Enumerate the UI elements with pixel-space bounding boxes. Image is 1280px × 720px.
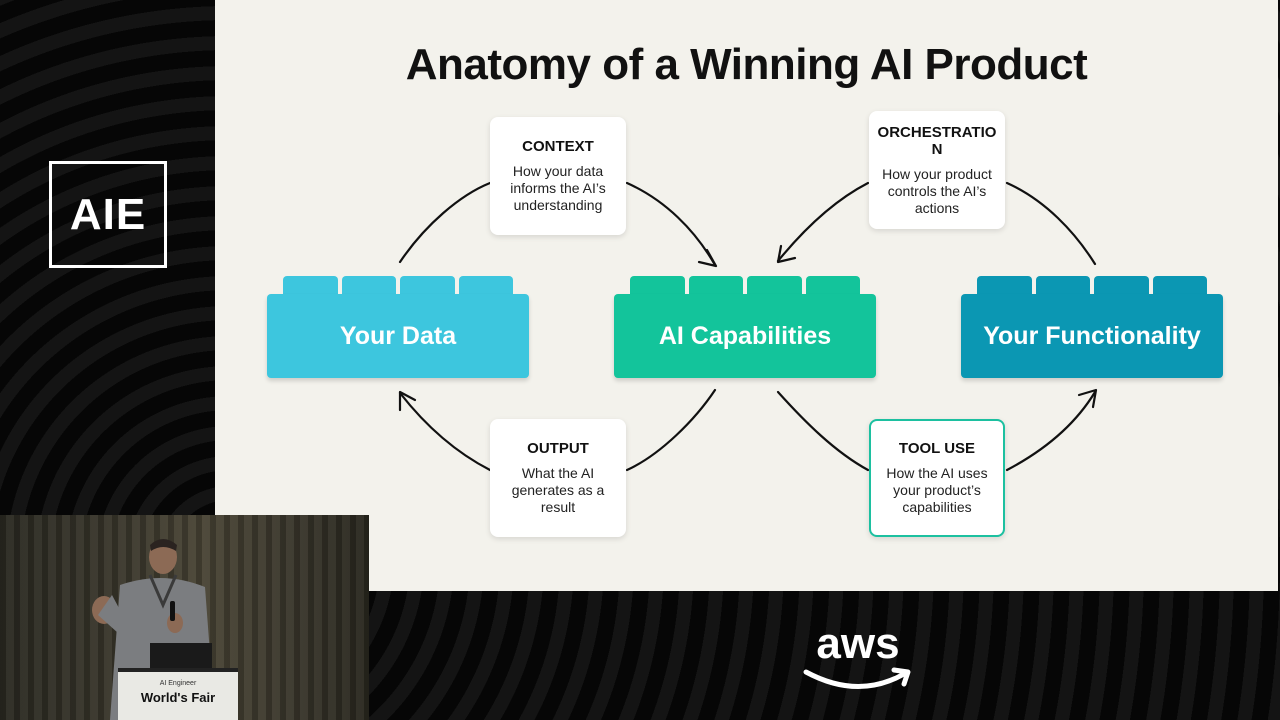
arrow-context-to-ai — [625, 181, 717, 267]
block-studs — [630, 276, 860, 298]
flow-arrows — [398, 181, 1098, 472]
card-orchestration-desc: How your product controls the AI’s actio… — [882, 165, 992, 216]
block-your-data: Your Data — [267, 276, 529, 378]
block-label-your-data: Your Data — [267, 294, 529, 378]
card-orchestration-title: ORCHESTRATION — [877, 123, 997, 158]
block-your-functionality: Your Functionality — [961, 276, 1223, 378]
arrow-tooluse-to-func — [1005, 390, 1097, 472]
aie-logo-text: AIE — [69, 189, 147, 239]
arrow-tooluse-to-func-head — [1077, 388, 1098, 409]
presentation-slide: Anatomy of a Winning AI Product Your Dat… — [215, 0, 1278, 591]
block-studs — [977, 276, 1207, 298]
card-context: CONTEXT How your data informs the AI’s u… — [490, 117, 626, 235]
card-output-title: OUTPUT — [527, 440, 589, 457]
card-output: OUTPUT What the AI generates as a result — [490, 419, 626, 537]
arrow-orch-to-ai-head — [776, 244, 797, 264]
arrow-func-to-orch — [1005, 181, 1097, 266]
block-studs — [283, 276, 513, 298]
card-orchestration: ORCHESTRATION How your product controls … — [869, 111, 1005, 229]
card-tool-use-title: TOOL USE — [898, 440, 976, 457]
card-tool-use: TOOL USE How the AI uses your product’s … — [869, 419, 1005, 537]
podium-small-label: AI Engineer — [159, 680, 197, 687]
podium-label: World's Fair — [140, 690, 216, 705]
aws-logo-text: aws — [816, 619, 900, 668]
arrow-orch-to-ai — [776, 181, 870, 263]
arrow-ai-to-output — [625, 388, 717, 472]
podium: AI Engineer World's Fair — [118, 668, 238, 720]
arrow-data-to-context — [398, 181, 492, 264]
card-context-title: CONTEXT — [522, 138, 594, 155]
block-label-your-functionality: Your Functionality — [961, 294, 1223, 378]
card-tool-use-desc: How the AI uses your product’s capabilit… — [886, 465, 988, 515]
speaker-camera-feed: AI Engineer World's Fair — [0, 515, 369, 720]
aws-smile-icon — [803, 667, 911, 689]
arrow-output-to-data-head — [398, 390, 417, 412]
arrow-output-to-data — [398, 391, 492, 472]
arrow-context-to-ai-head — [697, 248, 718, 268]
block-label-ai-capabilities: AI Capabilities — [614, 294, 876, 378]
arrow-ai-to-tooluse — [776, 390, 870, 472]
card-context-desc: How your data informs the AI’s understan… — [510, 163, 606, 213]
aie-logo: AIE — [49, 161, 167, 268]
block-ai-capabilities: AI Capabilities — [614, 276, 876, 378]
card-output-desc: What the AI generates as a result — [511, 465, 605, 515]
aws-logo: aws — [800, 622, 916, 694]
slide-title: Anatomy of a Winning AI Product — [405, 40, 1088, 89]
